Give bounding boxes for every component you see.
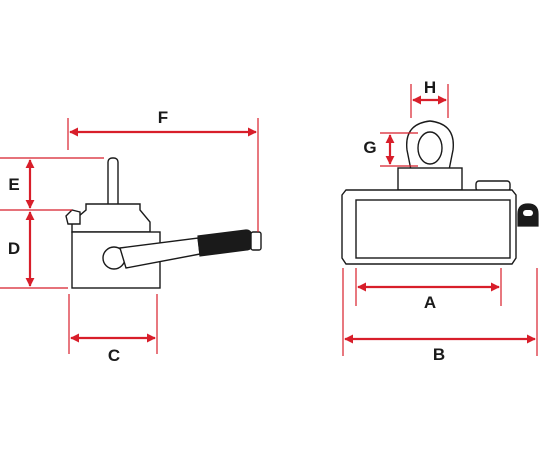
eye-bolt-base bbox=[397, 167, 463, 191]
dimension-c-label: C bbox=[108, 346, 120, 365]
dimension-e-label: E bbox=[8, 175, 19, 194]
dimension-f-label: F bbox=[158, 108, 168, 127]
handle-grip bbox=[197, 229, 253, 257]
dimension-b-label: B bbox=[433, 345, 445, 364]
dimension-h-label: H bbox=[424, 78, 436, 97]
upper-housing bbox=[71, 203, 151, 233]
front-view bbox=[341, 120, 539, 265]
lifting-post bbox=[107, 157, 119, 209]
handle-end-cap bbox=[250, 231, 262, 251]
end-knob-slot bbox=[523, 210, 533, 216]
side-view-dimensions: F E D C bbox=[0, 108, 259, 365]
dimension-g-label: G bbox=[363, 138, 376, 157]
front-view-dimensions: H G A B bbox=[342, 78, 538, 364]
side-view bbox=[65, 157, 262, 289]
dimension-a-label: A bbox=[424, 293, 436, 312]
dimension-d-label: D bbox=[8, 239, 20, 258]
side-knob bbox=[65, 209, 81, 225]
front-inner-panel bbox=[355, 199, 511, 259]
eye-bolt-hole bbox=[417, 131, 443, 165]
